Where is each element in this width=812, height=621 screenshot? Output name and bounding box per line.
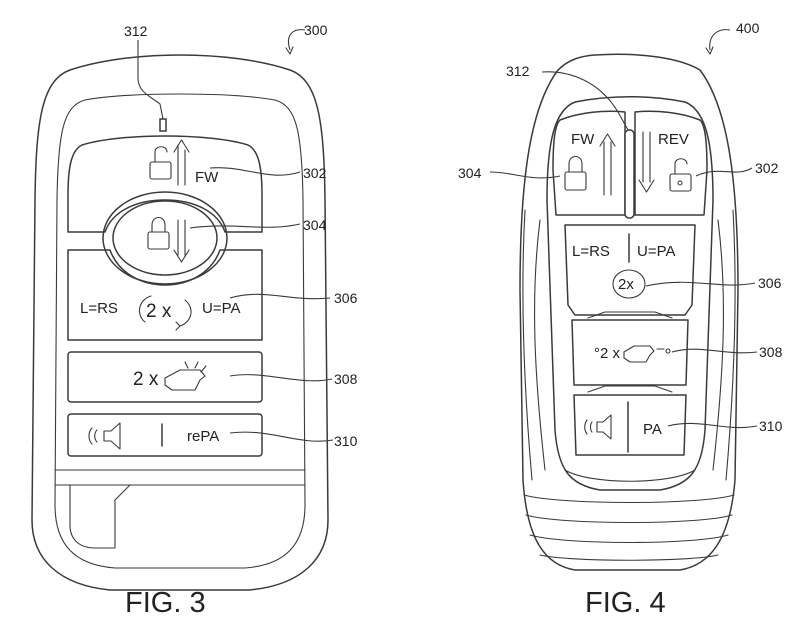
fig4-label-pa: U=PA: [637, 243, 676, 260]
fig4-label-fw: FW: [571, 131, 595, 148]
fig4-ref-302: 302: [755, 160, 779, 176]
fig3-label-2x-start: 2 x: [133, 369, 159, 390]
fig3-unlock-button[interactable]: [67, 135, 263, 233]
fig4-ref-400: 400: [736, 20, 760, 36]
car-engine-start-icon: [623, 345, 665, 363]
fig4-inner-shell: [546, 96, 714, 491]
padlock-closed-icon: [147, 216, 170, 250]
fig4-label-rs: L=RS: [572, 243, 610, 260]
fig3-label-2x: 2 x: [146, 301, 172, 322]
fig4-lock-button[interactable]: [552, 110, 626, 216]
fig3-panic-button[interactable]: [67, 413, 263, 457]
fig4-label-2x: 2x: [618, 276, 634, 293]
horn-speaker-icon: [584, 414, 612, 440]
arrow-down-icon: [638, 131, 655, 193]
fig3-ref-302: 302: [303, 165, 327, 181]
fig3-label-repa: rePA: [187, 428, 219, 445]
fig3-park-assist-button[interactable]: [67, 249, 263, 341]
fig4-outer-shell: [519, 53, 739, 571]
arrow-up-icon: [599, 133, 616, 196]
fig3-label-rs: L=RS: [80, 300, 118, 317]
fig4-label-2x-start: °2 x: [594, 345, 621, 362]
fig4-ref-306: 306: [758, 275, 782, 291]
fig3-ref-312: 312: [124, 23, 148, 39]
fig3-caption: FIG. 3: [125, 587, 206, 619]
fig3-ref-304: 304: [303, 217, 327, 233]
horn-speaker-icon: [88, 422, 121, 450]
fig4-unlock-button[interactable]: [634, 110, 708, 216]
fig4-ref-304: 304: [458, 165, 482, 181]
fig3-ref-306: 306: [334, 290, 358, 306]
padlock-closed-icon: [564, 155, 587, 191]
fig4-ref-310: 310: [759, 418, 783, 434]
rotate-arrow-icon: [612, 269, 646, 299]
fig3-inner-shell: [54, 93, 306, 569]
fig3-remote-start-button[interactable]: [67, 351, 263, 403]
padlock-open-icon: [149, 146, 172, 180]
fig3-outer-shell: [31, 54, 329, 591]
padlock-open-icon: [669, 158, 692, 192]
fig3-label-fw: FW: [195, 169, 219, 186]
fig4-caption: FIG. 4: [585, 587, 666, 619]
fig4-panic-button[interactable]: [573, 394, 687, 456]
fig4-ref-312: 312: [506, 63, 530, 79]
fig3-key-slot: [69, 484, 131, 549]
car-engine-start-icon: [164, 361, 207, 391]
fig3-ref-308: 308: [334, 371, 358, 387]
fig3-lock-button[interactable]: [112, 200, 218, 276]
fig3-lock-button-ring: [102, 191, 228, 285]
arrow-up-icon: [173, 139, 190, 186]
fig4-key-fob: FW REV L=RS U=PA 2x °2 x: [458, 20, 783, 619]
fig3-label-pa: U=PA: [202, 300, 241, 317]
arrow-down-icon: [173, 219, 190, 263]
fig4-led-indicator: [624, 129, 635, 219]
fig4-remote-start-button[interactable]: [571, 319, 689, 386]
fig3-ref-310: 310: [334, 433, 358, 449]
fig4-park-assist-button[interactable]: [564, 224, 696, 316]
fig4-label-rev: REV: [658, 131, 689, 148]
fig3-ref-300: 300: [304, 22, 328, 38]
fig4-ref-308: 308: [759, 344, 783, 360]
fig3-key-fob: FW L=RS 2 x U=PA 2 x rePA: [31, 22, 358, 619]
fig3-led-indicator: [159, 118, 167, 132]
fig4-label-pa-btn: PA: [643, 421, 662, 438]
rotate-arrow-icon: [138, 295, 192, 331]
